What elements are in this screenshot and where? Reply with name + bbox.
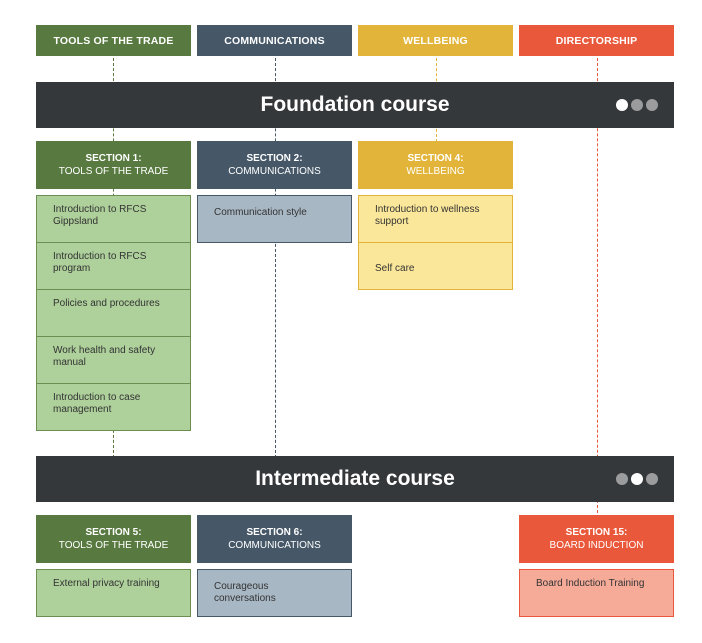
course-item[interactable]: Work health and safety manual — [36, 336, 191, 384]
section-2-header: SECTION 2: COMMUNICATIONS — [197, 141, 352, 189]
dot-icon — [616, 99, 628, 111]
section-15-header: SECTION 15: BOARD INDUCTION — [519, 515, 674, 563]
course-item[interactable]: Introduction to RFCS program — [36, 242, 191, 290]
section-number: SECTION 1: — [85, 153, 142, 164]
course-item[interactable]: Introduction to wellness support — [358, 195, 513, 243]
intermediate-course-title: Intermediate course — [255, 467, 455, 490]
section-number: SECTION 4: — [407, 153, 464, 164]
course-item[interactable]: Policies and procedures — [36, 289, 191, 337]
dot-icon — [631, 473, 643, 485]
section-name: BOARD INDUCTION — [549, 540, 644, 551]
category-communications: COMMUNICATIONS — [197, 25, 352, 56]
course-item[interactable]: Board Induction Training — [519, 569, 674, 617]
course-item[interactable]: Introduction to case management — [36, 383, 191, 431]
course-item[interactable]: External privacy training — [36, 569, 191, 617]
foundation-course-banner: Foundation course — [36, 82, 674, 128]
section-number: SECTION 5: — [85, 527, 142, 538]
section-4-header: SECTION 4: WELLBEING — [358, 141, 513, 189]
course-item[interactable]: Courageous conversations — [197, 569, 352, 617]
section-number: SECTION 2: — [246, 153, 303, 164]
section-6-header: SECTION 6: COMMUNICATIONS — [197, 515, 352, 563]
section-name: WELLBEING — [406, 166, 465, 177]
category-tools-of-the-trade: TOOLS OF THE TRADE — [36, 25, 191, 56]
section-number: SECTION 15: — [565, 527, 628, 538]
category-wellbeing: WELLBEING — [358, 25, 513, 56]
section-1-header: SECTION 1: TOOLS OF THE TRADE — [36, 141, 191, 189]
pagination-dots — [616, 473, 658, 485]
category-directorship: DIRECTORSHIP — [519, 25, 674, 56]
connector-directorship — [597, 58, 598, 518]
section-5-header: SECTION 5: TOOLS OF THE TRADE — [36, 515, 191, 563]
dot-icon — [646, 99, 658, 111]
dot-icon — [631, 99, 643, 111]
foundation-course-title: Foundation course — [260, 93, 450, 116]
connector-communications — [275, 58, 276, 458]
section-name: TOOLS OF THE TRADE — [58, 540, 169, 551]
pagination-dots — [616, 99, 658, 111]
intermediate-course-banner: Intermediate course — [36, 456, 674, 502]
section-name: COMMUNICATIONS — [228, 540, 321, 551]
course-item[interactable]: Introduction to RFCS Gippsland — [36, 195, 191, 243]
course-item[interactable]: Communication style — [197, 195, 352, 243]
dot-icon — [616, 473, 628, 485]
dot-icon — [646, 473, 658, 485]
section-name: COMMUNICATIONS — [228, 166, 321, 177]
course-item[interactable]: Self care — [358, 242, 513, 290]
section-name: TOOLS OF THE TRADE — [58, 166, 169, 177]
section-number: SECTION 6: — [246, 527, 303, 538]
